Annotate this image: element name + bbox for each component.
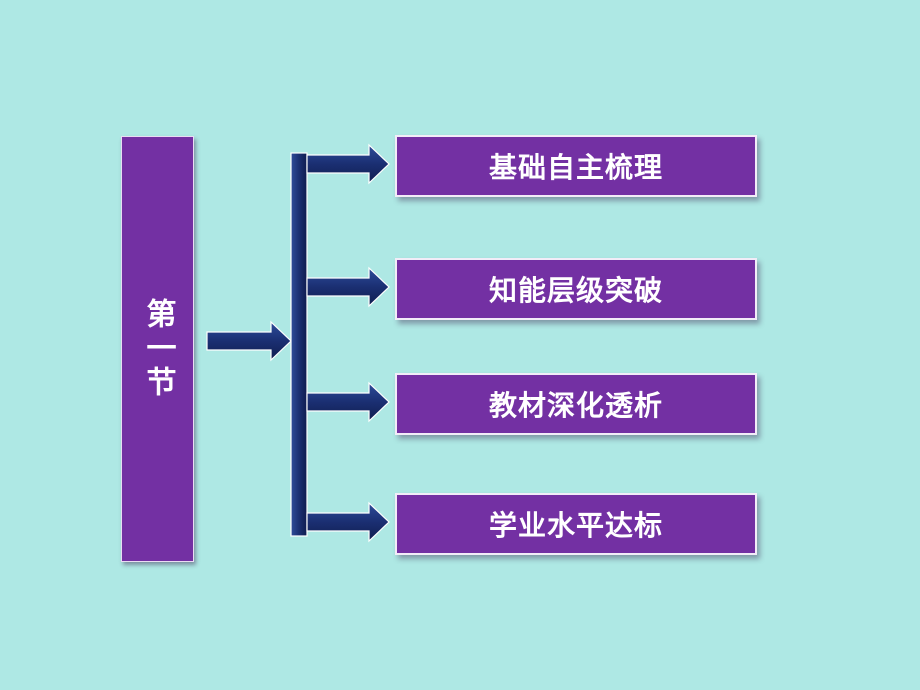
item-box-1[interactable]: 基础自主梳理 [395,135,757,197]
item-label-3: 教材深化透析 [488,389,663,422]
branch-arrow-3 [306,381,390,423]
item-box-2[interactable]: 知能层级突破 [395,258,757,320]
section-box: 第一节 [121,136,194,562]
branch-arrow-2 [306,266,390,308]
item-box-3[interactable]: 教材深化透析 [395,373,757,435]
item-label-2: 知能层级突破 [488,274,663,307]
item-label-1: 基础自主梳理 [488,151,663,184]
branch-arrow-1 [306,143,390,185]
item-label-4: 学业水平达标 [488,509,663,542]
item-box-4[interactable]: 学业水平达标 [395,493,757,555]
bracket-bar [290,152,308,537]
branch-arrow-4 [306,501,390,543]
main-arrow [206,320,292,362]
section-label: 第一节 [140,298,176,400]
